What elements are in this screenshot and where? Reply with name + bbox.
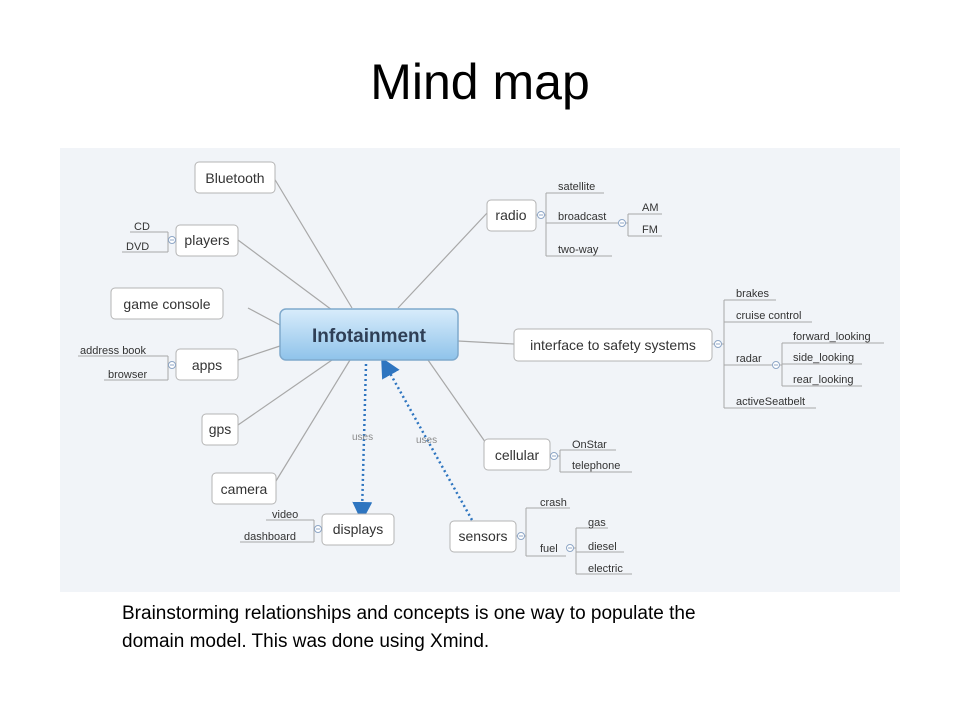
subtopic-fm[interactable]: FM — [642, 224, 658, 236]
subtopic-fuel[interactable]: fuel — [540, 543, 558, 555]
subtopic-video[interactable]: video — [272, 509, 298, 521]
collapse-icon[interactable] — [168, 361, 176, 369]
collapse-icon[interactable] — [772, 361, 780, 369]
collapse-icon[interactable] — [314, 525, 322, 533]
subtopic-rear-looking[interactable]: rear_looking — [793, 374, 854, 386]
slide-caption: Brainstorming relationships and concepts… — [122, 600, 862, 656]
collapse-icon[interactable] — [618, 219, 626, 227]
collapse-icon[interactable] — [566, 544, 574, 552]
subtopic-electric[interactable]: electric — [588, 563, 623, 575]
connector-radio — [397, 211, 489, 309]
subtopic-two-way[interactable]: two-way — [558, 244, 599, 256]
subtopic-broadcast[interactable]: broadcast — [558, 211, 606, 223]
central-topic[interactable]: Infotainment — [279, 308, 459, 361]
subtopic-brakes[interactable]: brakes — [736, 288, 770, 300]
subtopic-browser[interactable]: browser — [108, 369, 147, 381]
subtopic-onstar[interactable]: OnStar — [572, 439, 607, 451]
subtopic-am[interactable]: AM — [642, 202, 659, 214]
topic-players[interactable]: players — [175, 224, 239, 257]
topic-gps[interactable]: gps — [201, 413, 239, 446]
collapse-icon[interactable] — [168, 236, 176, 244]
svg-text:gps: gps — [209, 421, 232, 437]
subtopic-dashboard[interactable]: dashboard — [244, 531, 296, 543]
subtopic-diesel[interactable]: diesel — [588, 541, 617, 553]
collapse-icon[interactable] — [550, 452, 558, 460]
topic-displays[interactable]: displays — [321, 513, 395, 546]
subtopic-crash[interactable]: crash — [540, 497, 567, 509]
svg-text:camera: camera — [221, 481, 268, 497]
subtopic-satellite[interactable]: satellite — [558, 181, 595, 193]
relation-arrows — [352, 357, 474, 522]
svg-text:sensors: sensors — [458, 528, 507, 544]
uses-label-sensors: uses — [416, 435, 437, 446]
collapse-markers — [168, 211, 780, 552]
subtopic-side-looking[interactable]: side_looking — [793, 352, 854, 364]
svg-text:radio: radio — [495, 207, 526, 223]
subtopic-active-seatbelt[interactable]: activeSeatbelt — [736, 396, 805, 408]
connector-gps — [237, 359, 333, 426]
uses-arrow-sensors — [381, 357, 474, 521]
subtopic-gas[interactable]: gas — [588, 517, 606, 529]
connector-interface — [457, 340, 515, 345]
topic-sensors[interactable]: sensors — [449, 520, 517, 553]
topic-radio[interactable]: radio — [486, 199, 537, 232]
central-topic-label: Infotainment — [312, 326, 427, 347]
connector-players — [237, 239, 333, 311]
topic-cellular[interactable]: cellular — [483, 438, 551, 471]
central-connectors — [237, 177, 515, 482]
svg-text:game console: game console — [123, 296, 210, 312]
topic-bluetooth[interactable]: Bluetooth — [194, 161, 276, 194]
subtopic-address-book[interactable]: address book — [80, 345, 147, 357]
topic-camera[interactable]: camera — [211, 472, 277, 505]
subtopic-telephone[interactable]: telephone — [572, 460, 620, 472]
connector-apps — [237, 345, 281, 361]
caption-line-1: Brainstorming relationships and concepts… — [122, 603, 696, 624]
uses-label-displays: uses — [352, 432, 373, 443]
connector-camera — [275, 359, 351, 482]
caption-line-2: domain model. This was done using Xmind. — [122, 631, 490, 652]
slide-title: Mind map — [370, 54, 590, 110]
mind-map-diagram: uses uses Infotainment Bluetooth players… — [60, 148, 900, 592]
subtopic-forward-looking[interactable]: forward_looking — [793, 331, 871, 343]
svg-text:displays: displays — [333, 521, 384, 537]
connector-game-console — [247, 307, 281, 326]
collapse-icon[interactable] — [537, 211, 545, 219]
topic-interface-to-safety-systems[interactable]: interface to safety systems — [513, 328, 713, 362]
topic-game-console[interactable]: game console — [110, 287, 224, 320]
svg-text:Bluetooth: Bluetooth — [205, 170, 264, 186]
subtopic-dvd[interactable]: DVD — [126, 241, 149, 253]
topic-apps[interactable]: apps — [175, 348, 239, 381]
subtopic-radar[interactable]: radar — [736, 353, 762, 365]
svg-text:apps: apps — [192, 357, 222, 373]
subtopic-cd[interactable]: CD — [134, 221, 150, 233]
connector-bluetooth — [273, 177, 353, 309]
collapse-icon[interactable] — [714, 340, 722, 348]
svg-text:cellular: cellular — [495, 447, 540, 463]
svg-text:interface to safety systems: interface to safety systems — [530, 337, 696, 353]
svg-text:players: players — [184, 232, 229, 248]
connector-cellular — [427, 359, 489, 447]
subtopic-cruise-control[interactable]: cruise control — [736, 310, 801, 322]
collapse-icon[interactable] — [517, 532, 525, 540]
